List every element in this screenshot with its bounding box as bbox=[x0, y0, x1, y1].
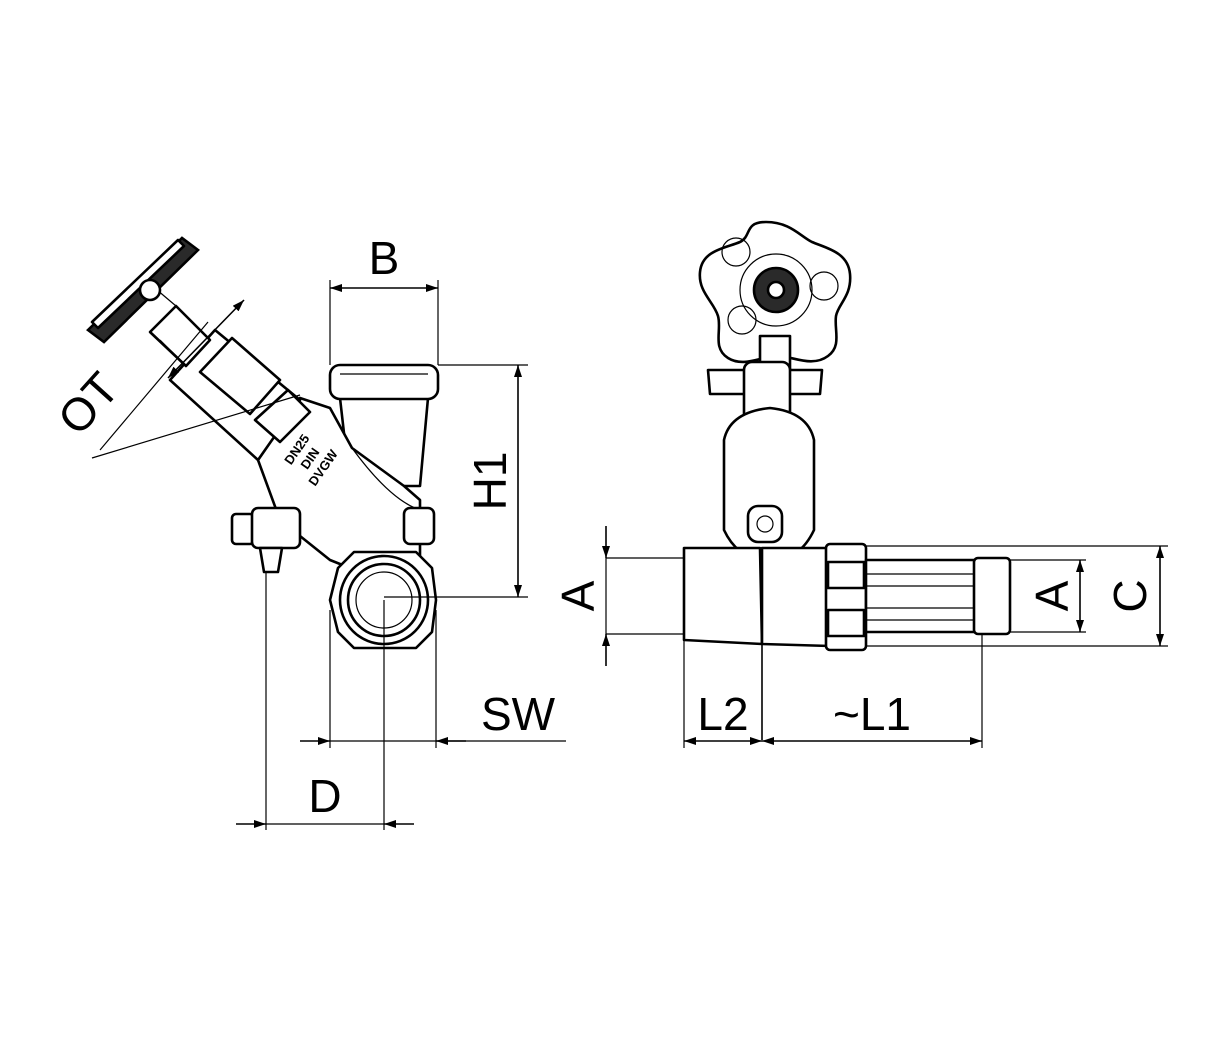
label-sw: SW bbox=[481, 688, 556, 740]
dim-d: D bbox=[236, 572, 414, 830]
meter-tube bbox=[864, 556, 1012, 636]
dim-c: C bbox=[866, 545, 1168, 647]
union-nut bbox=[328, 550, 438, 650]
dim-a-right: A bbox=[1010, 559, 1086, 633]
label-b: B bbox=[369, 232, 400, 284]
dim-l1: ~L1 bbox=[762, 634, 983, 748]
label-h1: H1 bbox=[464, 452, 516, 511]
dim-h1: H1 bbox=[384, 364, 528, 598]
label-ot: OT bbox=[47, 362, 128, 444]
dim-sw: SW bbox=[300, 610, 566, 748]
union-nut-front bbox=[824, 542, 868, 652]
main-body bbox=[682, 546, 832, 740]
dim-a-left: A bbox=[552, 526, 684, 666]
dim-b: B bbox=[329, 232, 439, 365]
dim-l2: L2 bbox=[683, 640, 762, 748]
label-d: D bbox=[308, 770, 341, 822]
handwheel-front bbox=[698, 220, 852, 364]
label-l2: L2 bbox=[697, 688, 748, 740]
label-a-left: A bbox=[552, 580, 604, 611]
side-view: DN25 DIN DVGW B H1 OT bbox=[47, 232, 566, 830]
front-view: A L2 ~L1 A C bbox=[552, 220, 1168, 748]
drain-valve bbox=[230, 506, 302, 574]
handwheel-side bbox=[86, 236, 200, 344]
label-a-right: A bbox=[1026, 580, 1078, 611]
label-l1: ~L1 bbox=[833, 688, 911, 740]
label-c: C bbox=[1104, 579, 1156, 612]
